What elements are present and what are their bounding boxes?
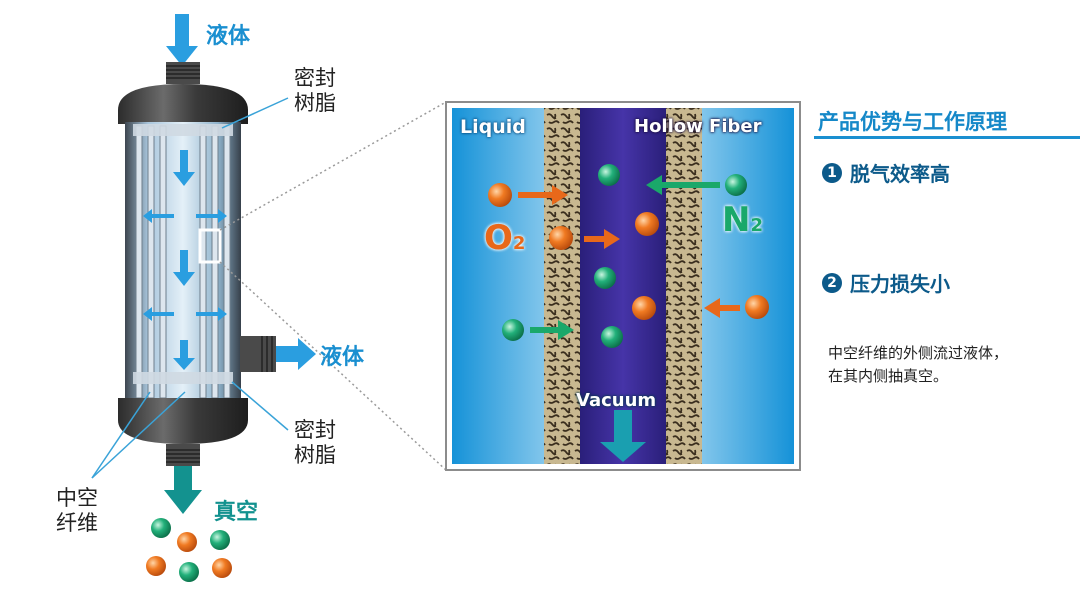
number-badge: 2 bbox=[822, 272, 842, 293]
vacuum-label: 真空 bbox=[214, 500, 259, 525]
internal-flow-arrows bbox=[143, 150, 227, 370]
liquid-label: Liquid bbox=[460, 116, 526, 138]
number-badge: 1 bbox=[822, 162, 842, 183]
zoom-lines bbox=[219, 101, 447, 471]
info-title: 产品优势与工作原理 bbox=[818, 110, 1007, 134]
inlet-arrow bbox=[166, 14, 198, 66]
oxygen-molecules bbox=[488, 183, 769, 320]
vacuum-arrow bbox=[164, 466, 202, 514]
fiber-lumen bbox=[580, 108, 666, 464]
description: 中空纤维的外侧流过液体， 在其内侧抽真空。 bbox=[828, 344, 1009, 385]
seal-resin-top-label: 密封 树脂 bbox=[294, 66, 336, 115]
oxygen-label: O2 bbox=[484, 218, 526, 258]
seal-resin-bottom-label: 密封 树脂 bbox=[294, 418, 336, 467]
fiber-wall-right bbox=[666, 108, 702, 464]
outlet-arrow bbox=[276, 338, 316, 370]
title-underline bbox=[814, 136, 1080, 139]
advantage-item-1: 1 脱气效率高 bbox=[822, 158, 950, 187]
membrane-module bbox=[91, 14, 316, 582]
fiber-wall-left bbox=[544, 108, 580, 464]
inlet-label: 液体 bbox=[206, 24, 251, 49]
nitrogen-label: N2 bbox=[722, 200, 763, 240]
oxygen-arrows bbox=[518, 185, 740, 318]
leader-lines bbox=[91, 97, 289, 479]
nitrogen-molecules bbox=[502, 164, 747, 348]
hollow-fiber-title: Hollow Fiber bbox=[634, 116, 762, 137]
panel-vacuum-arrow bbox=[600, 410, 646, 462]
outlet-label: 液体 bbox=[320, 345, 365, 370]
detail-panel bbox=[445, 101, 801, 471]
advantage-item-2: 2 压力损失小 bbox=[822, 268, 950, 297]
vacuum-caption: Vacuum bbox=[576, 390, 657, 411]
nitrogen-arrows bbox=[530, 175, 720, 340]
escaped-gas-balls bbox=[146, 518, 232, 582]
hollow-fiber-label: 中空 纤维 bbox=[56, 486, 98, 535]
